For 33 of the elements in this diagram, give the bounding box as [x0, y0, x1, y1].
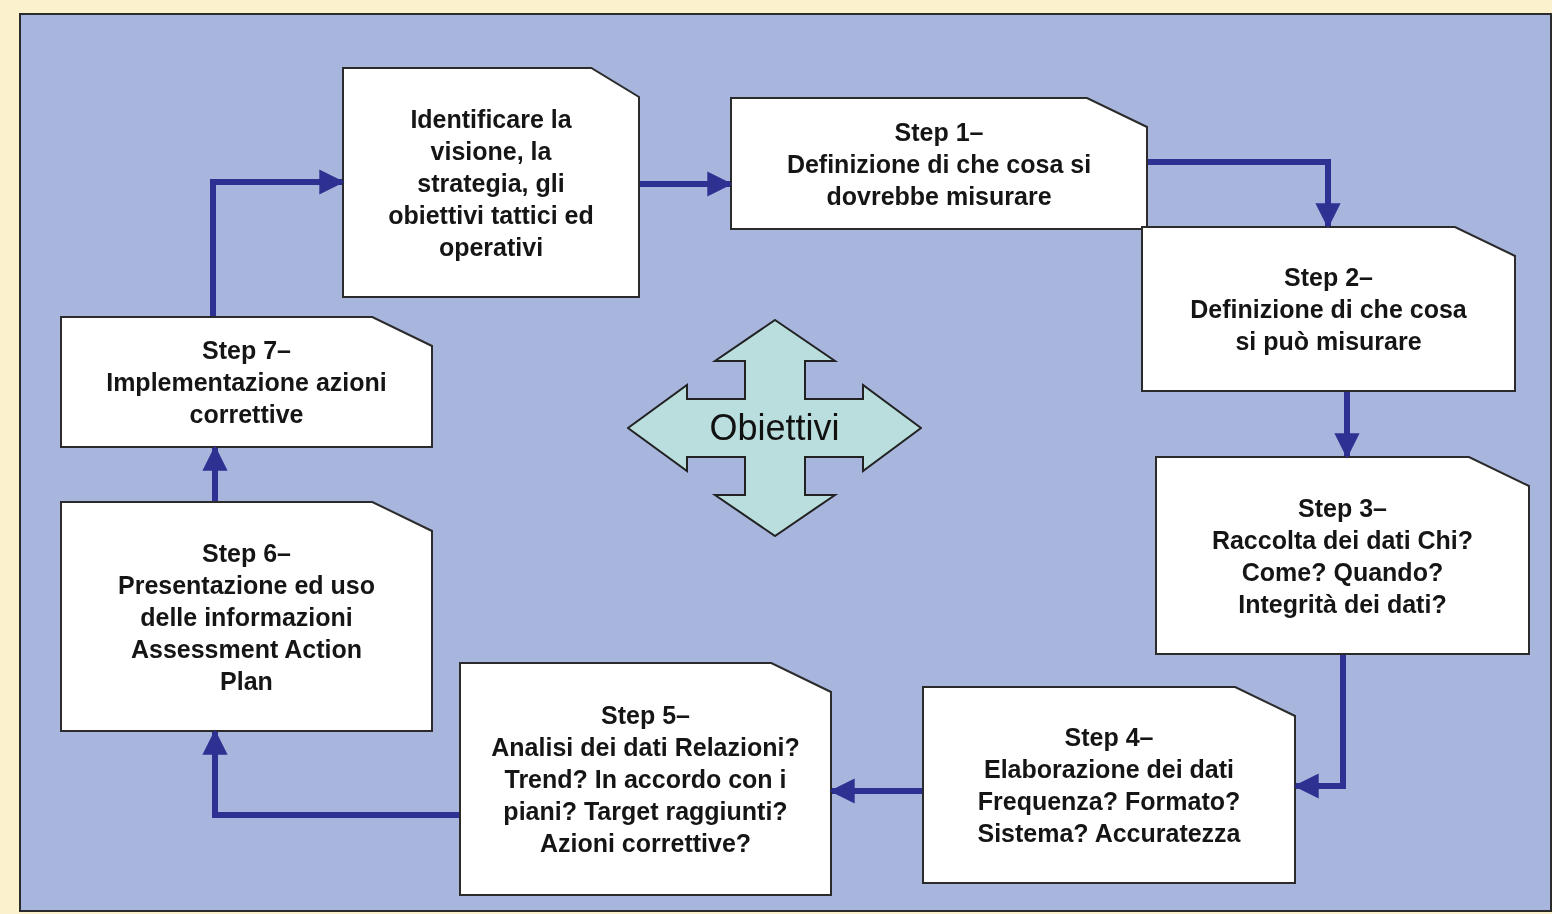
arrow: [1334, 392, 1360, 459]
document-box: [459, 662, 832, 896]
step-heading: Step 3–: [1298, 492, 1387, 524]
step-description: Identificare la visione, la strategia, gli obiettivi tattici ed operativi: [387, 103, 595, 263]
step-description: Elaborazione dei dati Frequenza? Formato? Sistema? Accuratezza: [976, 754, 1242, 849]
step-description: Definizione di che cosa si può misurare: [1189, 294, 1468, 357]
document-box: [60, 316, 433, 448]
step-heading: Step 6–: [202, 537, 291, 569]
step-description: Analisi dei dati Relazioni? Trend? In accordo con i piani? Target raggiunti? Azioni correttive?: [490, 732, 801, 859]
step-description: Raccolta dei dati Chi? Come? Quando? Integrità dei dati?: [1210, 524, 1475, 620]
four-way-arrow: [627, 319, 922, 537]
document-box: [1141, 226, 1516, 392]
step-heading: Step 7–: [202, 335, 291, 366]
document-box: [922, 686, 1296, 884]
center-label: Obiettivi: [709, 405, 840, 450]
arrow: [202, 729, 459, 818]
arrow: [640, 171, 733, 197]
step-heading: Step 5–: [601, 700, 690, 731]
step-heading: Step 1–: [894, 116, 984, 148]
step-description: Presentazione ed uso delle informazioni Assessment Action Plan: [117, 569, 376, 697]
document-box: [730, 97, 1148, 230]
step-description: Definizione di che cosa si dovrebbe misurare: [785, 148, 1093, 212]
step-heading: Step 2–: [1284, 262, 1373, 293]
document-box: [1155, 456, 1530, 655]
step-description: Implementazione azioni correttive: [105, 367, 388, 430]
arrow: [829, 778, 922, 804]
document-box: [60, 501, 433, 732]
document-box: [342, 67, 640, 298]
arrow: [210, 169, 345, 316]
arrow: [1293, 655, 1346, 799]
arrow: [202, 445, 228, 501]
step-heading: Step 4–: [1064, 722, 1154, 753]
arrow: [1148, 159, 1341, 229]
